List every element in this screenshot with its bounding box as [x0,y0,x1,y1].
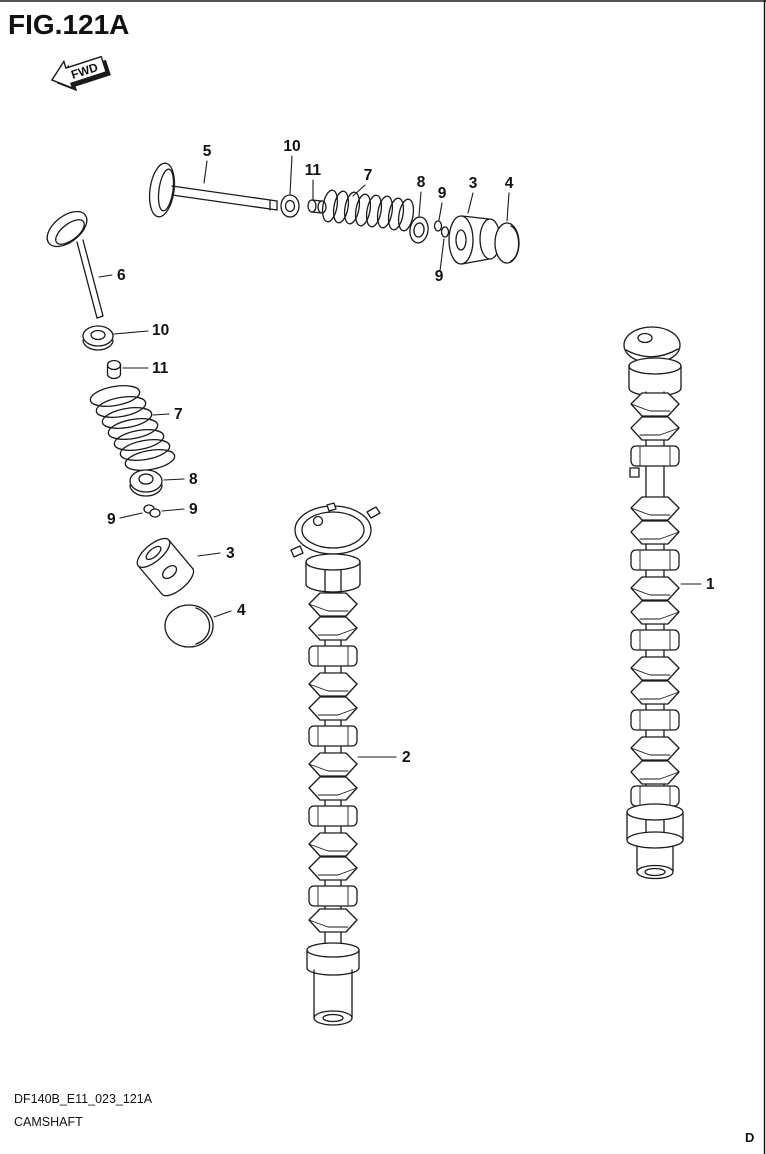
callout-8-top: 8 [417,174,426,191]
callout-9-bottom: 9 [435,268,444,285]
spring-retainer-8-left-drawing [129,469,163,497]
valve-spring-7-left-drawing [89,385,176,471]
callout-10-top: 10 [283,138,300,155]
callout-11-left: 11 [152,360,169,377]
valve-assembly-top [148,162,520,265]
camshaft-2-drawing [290,502,381,1026]
callout-8-left: 8 [189,471,198,488]
shim-4-left-drawing [164,604,214,648]
callout-9-left: 9 [107,511,116,528]
valve-cotters-9-left-drawing [143,504,161,518]
figure-title: FIG.121A [8,9,129,40]
tappet-3-top-drawing [448,215,501,265]
fwd-direction-arrow: FWD [50,55,111,92]
callout-labels: 5 10 11 7 8 9 9 3 4 6 10 11 7 8 9 9 3 4 … [107,138,715,766]
page-letter: D [745,1130,754,1145]
camshaft-1-drawing [623,326,684,880]
valve-5-drawing [148,162,278,218]
callout-4-top: 4 [505,175,514,192]
callout-1: 1 [706,576,715,593]
callout-7-top: 7 [364,167,373,184]
callout-9-top: 9 [438,185,447,202]
shim-4-top-drawing [494,222,520,264]
valve-6-drawing [46,210,104,319]
tappet-3-left-drawing [136,537,195,597]
spring-seat-10-left-drawing [82,325,114,351]
callout-3-top: 3 [469,175,478,192]
leader-lines [98,155,702,758]
footer: DF140B_E11_023_121A CAMSHAFT D [14,1092,754,1145]
spring-seat-10-top-drawing [280,194,300,218]
callout-11-top: 11 [305,162,322,179]
callout-10-left: 10 [152,322,169,339]
spring-retainer-8-top-drawing [409,216,429,244]
callout-6: 6 [117,267,126,284]
drawing-code: DF140B_E11_023_121A [14,1092,153,1106]
valve-spring-7-top-drawing [321,189,415,232]
callout-9-right: 9 [189,501,198,518]
callout-5: 5 [203,143,212,160]
figure-name: CAMSHAFT [14,1115,83,1129]
callout-7-left: 7 [174,406,183,423]
callout-2: 2 [402,749,411,766]
callout-4-left: 4 [237,602,246,619]
valve-seal-11-top-drawing [307,199,327,214]
valve-cotters-9-top-drawing [433,220,450,238]
valve-assembly-left [46,210,214,648]
callout-3-left: 3 [226,545,235,562]
valve-seal-11-left-drawing [106,359,122,380]
